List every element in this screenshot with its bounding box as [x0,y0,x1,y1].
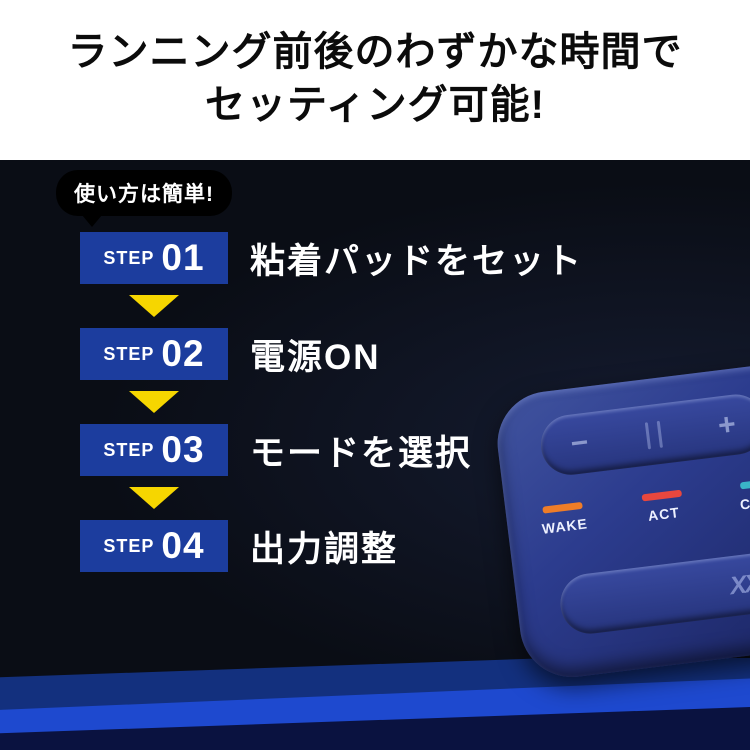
brand-logo: XX [728,568,750,600]
step-number: 04 [161,525,205,566]
step-description: 電源ON [250,337,381,377]
indicator-label: ACT [647,504,681,524]
step-description: モードを選択 [250,433,473,473]
title-line-2: セッティング可能! [205,82,545,127]
mode-indicators: WAKE ACT COOL [539,477,750,537]
minus-icon: − [568,425,591,461]
step-row-2: STEP 02 電源ON [80,328,583,380]
indicator-cool: COOL [737,477,750,513]
headline-section: ランニング前後のわずかな時間で セッティング可能! [0,0,750,160]
step-row-4: STEP 04 出力調整 [80,520,583,572]
step-label: STEP [103,247,155,268]
steps-section: 使い方は簡単! STEP 01 粘着パッドをセット STEP 02 電源ON [0,160,750,750]
indicator-act: ACT [641,489,684,525]
step-label: STEP [103,535,155,556]
indicator-bar [641,489,682,502]
mode-button: XX [557,549,750,638]
page-title: ランニング前後のわずかな時間で セッティング可能! [0,0,750,132]
step-label: STEP [103,343,155,364]
step-number: 02 [161,333,205,374]
button-divider-icon [644,420,663,449]
step-number: 03 [161,429,205,470]
down-arrow-icon [129,487,179,509]
step-number: 01 [161,237,205,278]
indicator-wake: WAKE [539,501,589,537]
down-arrow-icon [129,391,179,413]
intensity-button: − + [537,391,750,479]
bottom-stripes [0,658,750,750]
steps-list: STEP 01 粘着パッドをセット STEP 02 電源ON STEP 03 [80,232,583,572]
indicator-label: WAKE [541,515,589,537]
down-arrow-icon [129,295,179,317]
indicator-label: COOL [739,491,750,513]
step-description: 粘着パッドをセット [250,241,584,281]
indicator-bar [542,501,583,514]
usage-badge: 使い方は簡単! [56,170,232,227]
remote-device: − + WAKE ACT COOL XX [491,360,750,683]
step-description: 出力調整 [250,529,399,569]
step-row-1: STEP 01 粘着パッドをセット [80,232,583,284]
step-box-1: STEP 01 [80,232,228,284]
step-box-2: STEP 02 [80,328,228,380]
step-box-3: STEP 03 [80,424,228,476]
step-label: STEP [103,439,155,460]
plus-icon: + [716,407,738,443]
indicator-bar [739,477,750,490]
title-line-1: ランニング前後のわずかな時間で [67,30,683,74]
step-box-4: STEP 04 [80,520,228,572]
step-row-3: STEP 03 モードを選択 [80,424,583,476]
